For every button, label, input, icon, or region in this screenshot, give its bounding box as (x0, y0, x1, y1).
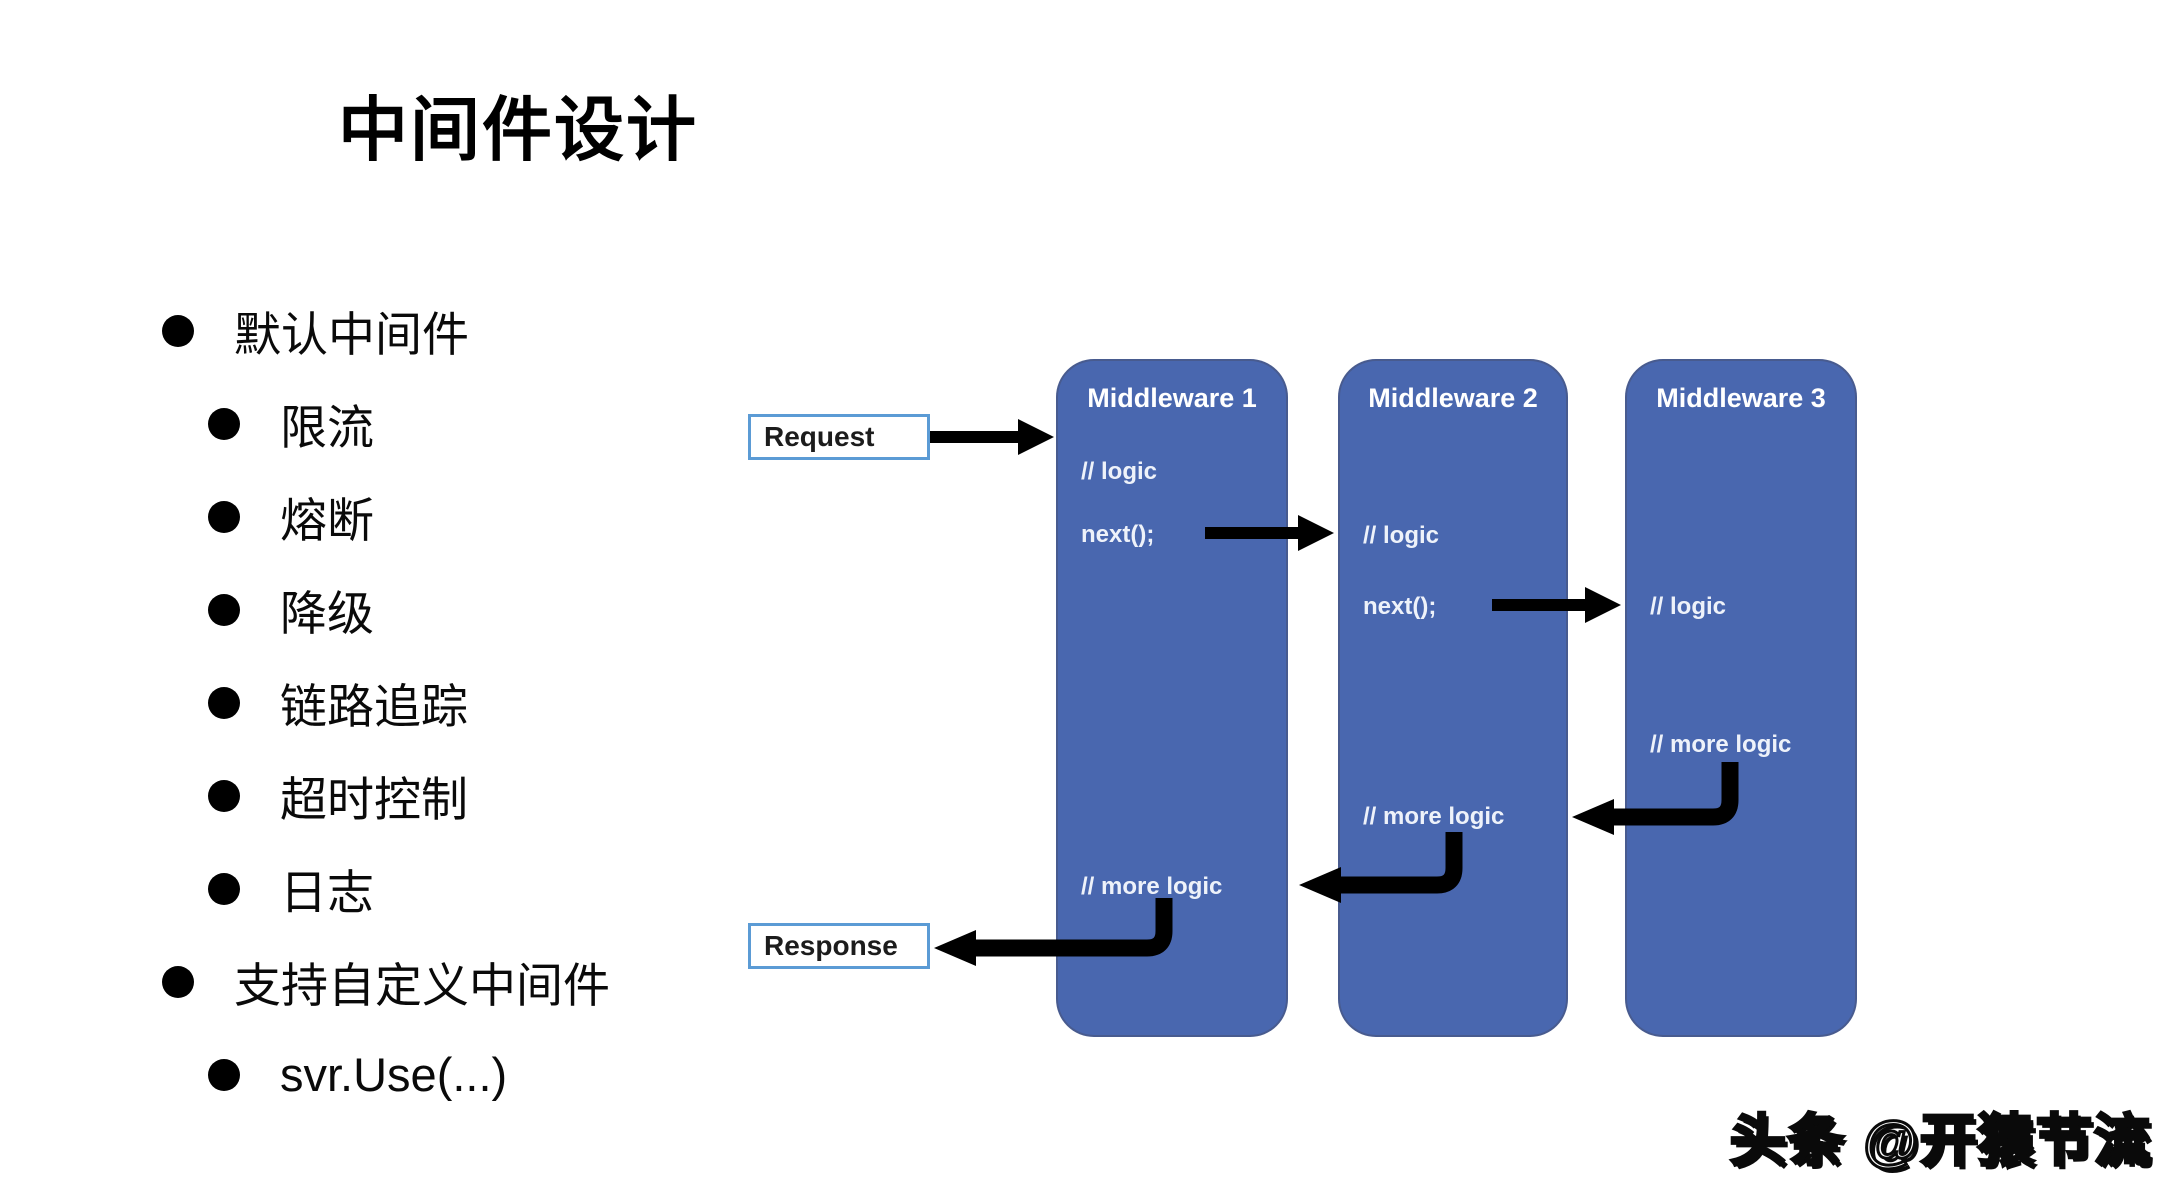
code-line: // logic (1363, 522, 1440, 549)
list-item: 熔断 (0, 470, 610, 563)
bullet-icon (208, 407, 240, 440)
request-label: Request (764, 421, 875, 452)
request-box: Request (748, 414, 930, 460)
list-item: svr.Use(...) (0, 1028, 610, 1121)
code-line: next(); (1081, 521, 1155, 548)
bullet-label: 熔断 (280, 494, 374, 547)
bullet-label: 降级 (280, 587, 374, 640)
page-title: 中间件设计 (338, 91, 698, 169)
bullet-label: 日志 (280, 866, 374, 919)
response-label: Response (764, 930, 898, 961)
list-item: 支持自定义中间件 (0, 935, 610, 1028)
bullet-icon (208, 872, 240, 905)
bullet-label: 超时控制 (280, 773, 468, 826)
middleware-3-title: Middleware 3 (1656, 383, 1826, 413)
middleware-3-box: Middleware 3 // logic // more logic (1625, 359, 1857, 1037)
list-item: 限流 (0, 377, 610, 470)
bullet-icon (208, 593, 240, 626)
bullet-icon (208, 500, 240, 533)
middleware-1-title: Middleware 1 (1087, 383, 1257, 413)
code-line: // more logic (1081, 873, 1223, 900)
bullet-list: 默认中间件 限流 熔断 降级 链路追踪 超时控制 日志 支持自定义中间件 (0, 284, 610, 1121)
watermark: 头条 @开猿节流 (1728, 1108, 2152, 1174)
bullet-label: 链路追踪 (280, 680, 468, 733)
middleware-2-box: Middleware 2 // logic next(); // more lo… (1338, 359, 1568, 1037)
middleware-1-box: Middleware 1 // logic next(); // more lo… (1056, 359, 1288, 1037)
arrow-request-to-mw1-icon (930, 419, 1054, 455)
bullet-label: svr.Use(...) (280, 1048, 508, 1101)
bullet-icon (208, 779, 240, 812)
list-item: 超时控制 (0, 749, 610, 842)
list-item: 默认中间件 (0, 284, 610, 377)
list-item: 降级 (0, 563, 610, 656)
code-line: // logic (1081, 458, 1158, 485)
bullet-icon (162, 965, 194, 998)
bullet-label: 支持自定义中间件 (234, 959, 610, 1012)
code-line: // more logic (1363, 803, 1505, 830)
list-item: 链路追踪 (0, 656, 610, 749)
bullet-icon (208, 1058, 240, 1091)
bullet-icon (162, 314, 194, 347)
list-item: 日志 (0, 842, 610, 935)
response-box: Response (748, 923, 930, 969)
code-line: next(); (1363, 593, 1437, 620)
middleware-2-title: Middleware 2 (1368, 383, 1538, 413)
bullet-icon (208, 686, 240, 719)
code-line: // more logic (1650, 731, 1792, 758)
code-line: // logic (1650, 593, 1727, 620)
bullet-label: 默认中间件 (234, 308, 469, 361)
bullet-label: 限流 (280, 401, 374, 454)
